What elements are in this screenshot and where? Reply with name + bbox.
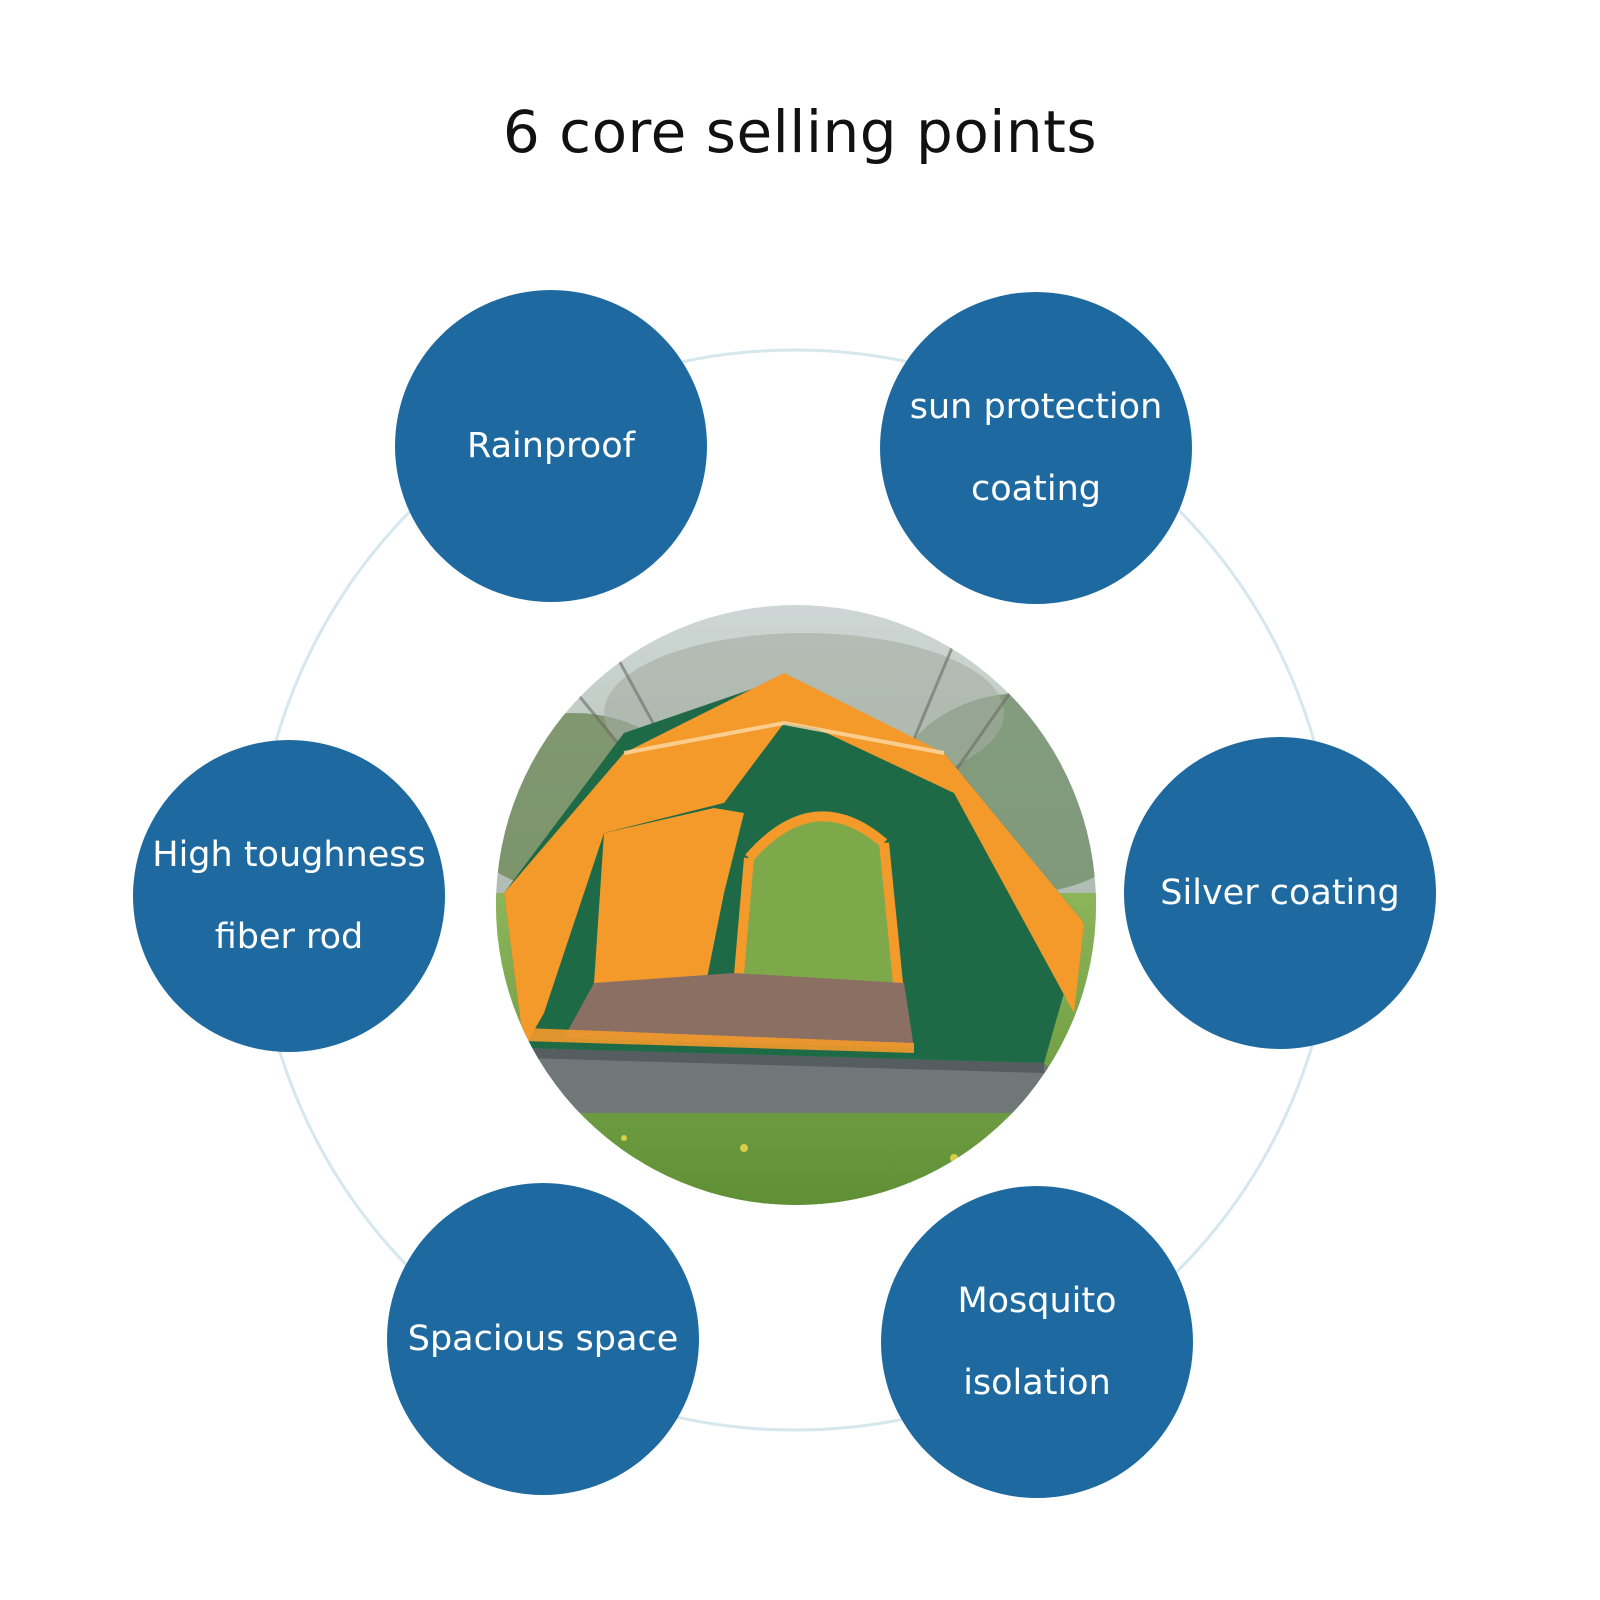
feature-silver-coating: Silver coating [1124, 737, 1436, 1049]
feature-high-toughness-fiber-rod: High toughness fiber rod [133, 740, 445, 1052]
feature-rainproof: Rainproof [395, 290, 707, 602]
feature-label: sun protection coating [909, 387, 1163, 509]
feature-sun-protection-coating: sun protection coating [880, 292, 1192, 604]
tent-photo [496, 605, 1096, 1205]
feature-label: Spacious space [407, 1319, 679, 1359]
feature-label: Mosquito isolation [957, 1281, 1117, 1403]
page-title: 6 core selling points [502, 98, 1098, 166]
feature-label: High toughness fiber rod [152, 835, 426, 957]
feature-spacious-space: Spacious space [387, 1183, 699, 1495]
feature-label: Silver coating [1160, 873, 1400, 913]
feature-mosquito-isolation: Mosquito isolation [881, 1186, 1193, 1498]
feature-label: Rainproof [467, 426, 635, 466]
